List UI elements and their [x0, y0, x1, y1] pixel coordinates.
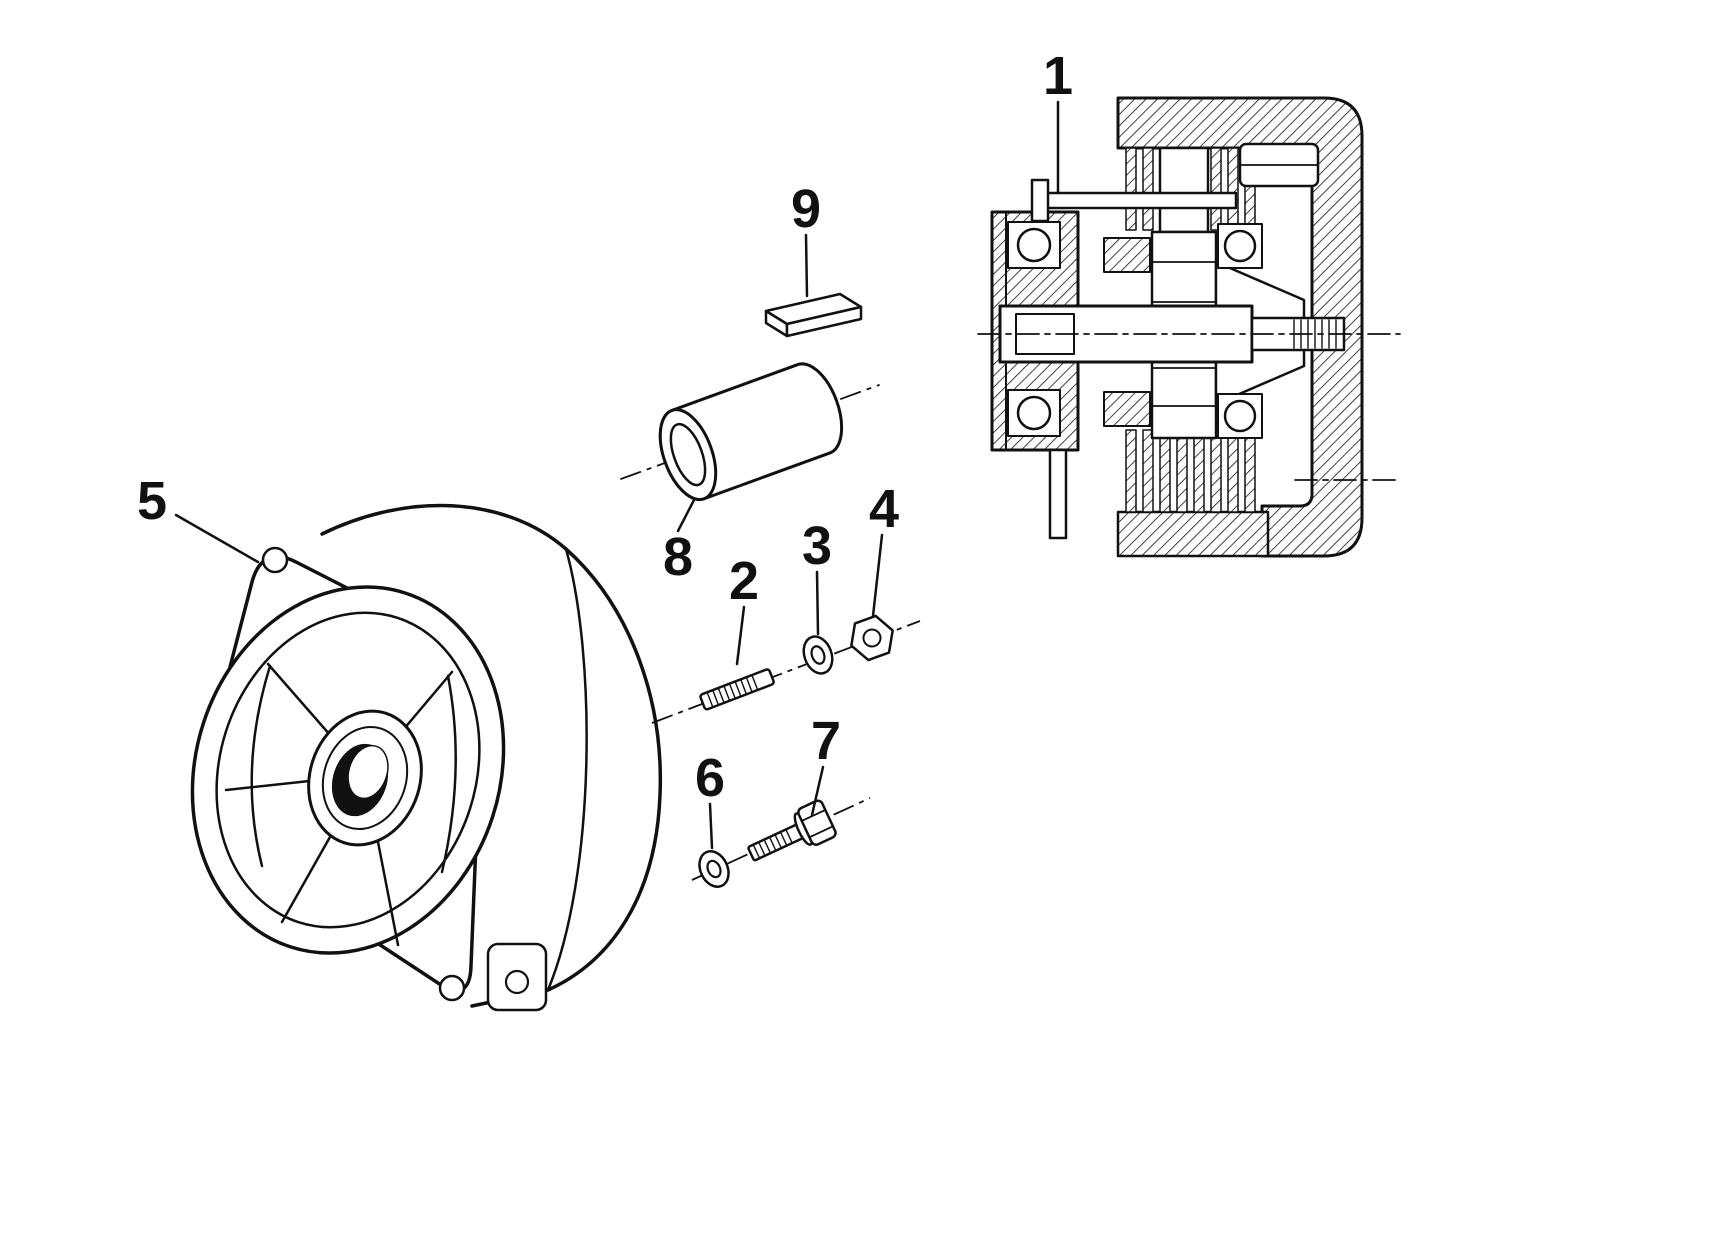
callout-label-7: 7 — [811, 711, 841, 771]
callout-label-9: 9 — [791, 179, 821, 239]
leader-4 — [871, 533, 884, 618]
flange-hole — [438, 974, 466, 1002]
rim-inner — [215, 611, 481, 929]
callout-label-2: 2 — [729, 551, 759, 611]
leader-3 — [815, 570, 820, 636]
callout-labels: 1 2 3 4 5 6 7 8 9 — [137, 46, 1073, 808]
callout-label-8: 8 — [663, 527, 693, 587]
callout-label-6: 6 — [695, 748, 725, 808]
leader-8 — [676, 498, 696, 533]
hex-nut-drawing — [850, 614, 894, 662]
right-bearings — [1217, 223, 1263, 439]
leader-lines — [174, 100, 1060, 850]
leader-2 — [735, 605, 746, 666]
leader-5 — [174, 513, 260, 564]
bearing-ball-icon — [1016, 395, 1052, 431]
bushing-drawing — [620, 362, 880, 501]
case-bottom-band — [1116, 510, 1270, 558]
bolt-drawing — [747, 799, 837, 862]
leader-9 — [804, 233, 809, 298]
leader-7 — [810, 765, 825, 817]
hub-bore-light — [347, 744, 389, 800]
cooling-fins-bottom — [1125, 429, 1256, 513]
callout-label-1: 1 — [1043, 46, 1073, 106]
side-plug — [1238, 142, 1320, 188]
leader-6 — [708, 802, 714, 850]
tab-hole — [504, 969, 530, 995]
flange-hole — [261, 546, 289, 574]
machine-key-drawing — [764, 292, 863, 338]
bearing-ball-icon — [1223, 229, 1257, 263]
washer-6-drawing — [698, 850, 730, 888]
hub-mid — [321, 725, 409, 831]
callout-label-5: 5 — [137, 471, 167, 531]
bearing-bracket — [990, 210, 1080, 540]
housing-cover-drawing — [190, 503, 663, 1012]
callout-label-3: 3 — [802, 516, 832, 576]
upper-boss — [1158, 146, 1210, 234]
stud-drawing — [699, 668, 775, 711]
housing-body-outline — [320, 503, 663, 1008]
bearing-ball-icon — [1016, 227, 1052, 263]
part-1-rod — [1030, 178, 1238, 223]
sectioned-gearbox-drawing — [977, 96, 1401, 558]
drum-front-seam — [546, 547, 588, 992]
callout-label-4: 4 — [869, 479, 899, 539]
bearing-ball-icon — [1223, 399, 1257, 433]
washer-3-drawing — [802, 635, 834, 675]
